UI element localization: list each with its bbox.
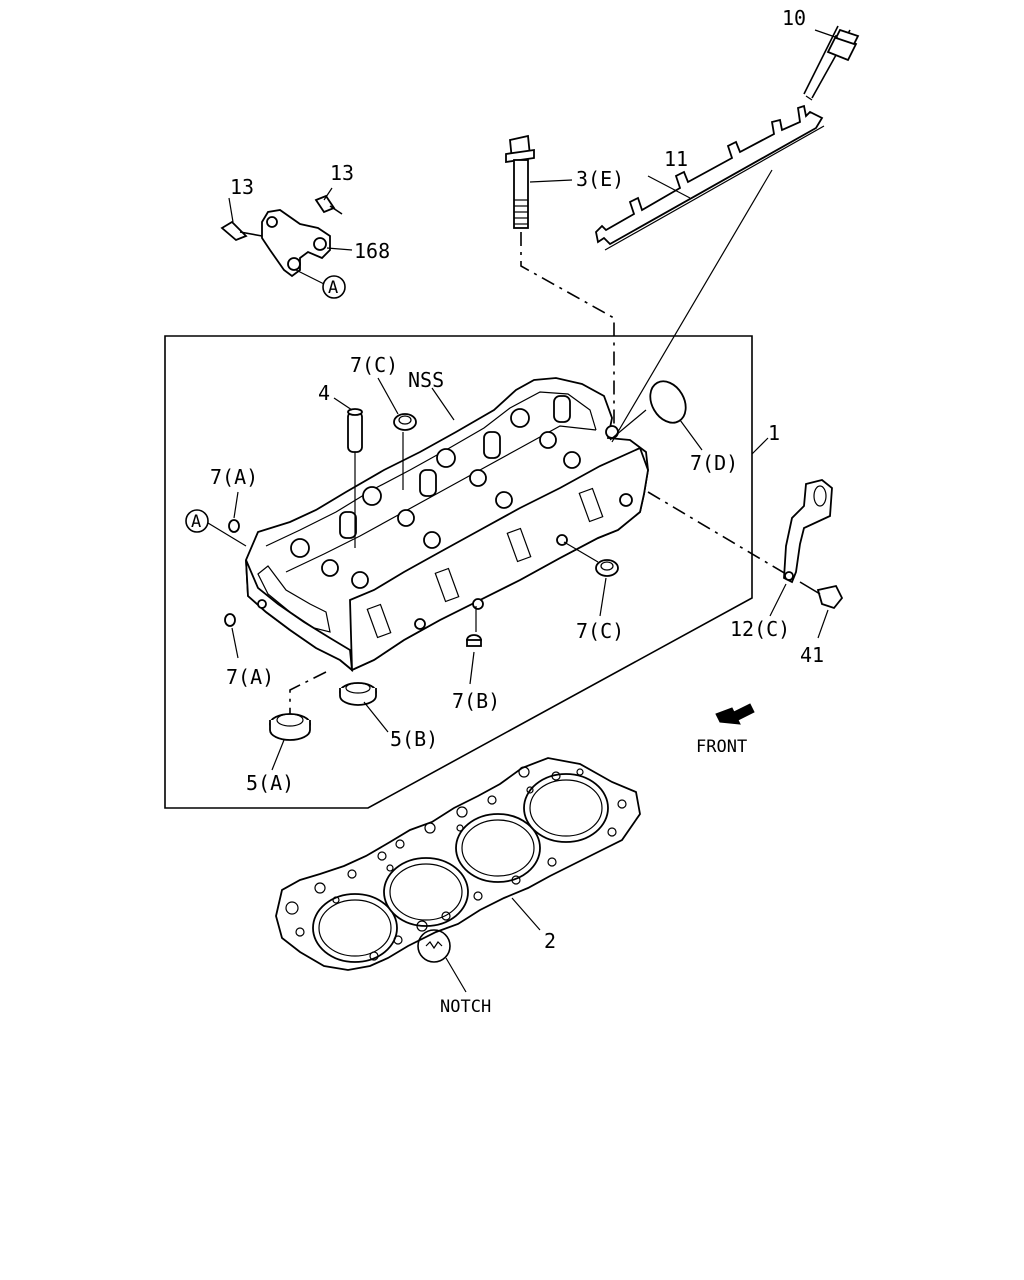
- expansion-plug: [609, 380, 703, 451]
- front-arrow-icon: [715, 703, 755, 725]
- cylinder-head: [245, 377, 649, 673]
- label-3e: 3(E): [576, 167, 624, 191]
- seat-ring-a: [269, 713, 311, 771]
- label-7a-bottom: 7(A): [226, 665, 274, 689]
- label-41: 41: [800, 643, 824, 667]
- label-168: 168: [354, 239, 390, 263]
- label-notch: NOTCH: [440, 997, 491, 1017]
- label-front: FRONT: [696, 737, 747, 757]
- label-13-left: 13: [230, 175, 254, 199]
- label-5a: 5(A): [246, 771, 294, 795]
- label-7d: 7(D): [690, 451, 738, 475]
- valve-guide: [333, 397, 363, 548]
- assembly-boundary: [164, 335, 753, 809]
- engine-hanger: [769, 479, 844, 639]
- label-12c: 12(C): [730, 617, 790, 641]
- seat-ring-b: [339, 682, 389, 733]
- dowel-pins: [185, 491, 247, 659]
- head-gasket: [275, 757, 641, 971]
- label-circle-a-top: A: [328, 278, 338, 298]
- label-1: 1: [768, 421, 780, 445]
- notch-callout: [417, 929, 467, 993]
- valve-seal-mid: [563, 541, 619, 617]
- label-nss: NSS: [408, 368, 444, 392]
- glow-plug: [803, 25, 860, 101]
- label-2: 2: [544, 929, 556, 953]
- label-7c-top: 7(C): [350, 353, 398, 377]
- label-5b: 5(B): [390, 727, 438, 751]
- label-7b: 7(B): [452, 689, 500, 713]
- label-10: 10: [782, 6, 806, 30]
- valve-seal-top: [377, 377, 455, 490]
- label-4: 4: [318, 381, 330, 405]
- label-11: 11: [664, 147, 688, 171]
- label-circle-a-left: A: [191, 512, 201, 532]
- connector-bar: [595, 104, 825, 251]
- dowel-b: [466, 606, 482, 685]
- label-13-right: 13: [330, 161, 354, 185]
- label-7c-mid: 7(C): [576, 619, 624, 643]
- lifting-bracket: [220, 187, 353, 299]
- label-7a-top: 7(A): [210, 465, 258, 489]
- head-bolt: [505, 134, 573, 229]
